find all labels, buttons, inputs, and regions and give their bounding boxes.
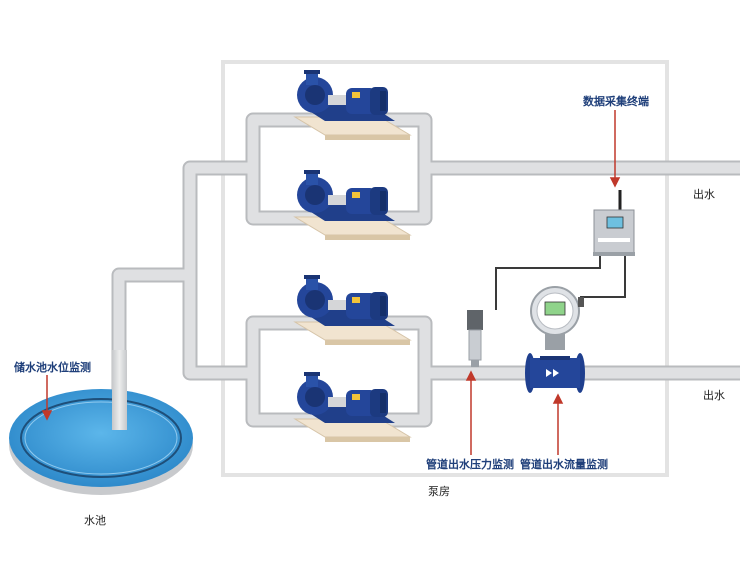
pump-4	[294, 371, 411, 443]
signal-cables	[495, 255, 626, 310]
pump-1	[294, 69, 411, 141]
pipe-network	[111, 112, 740, 433]
flow-meter	[525, 286, 585, 393]
pressure-monitor-label: 管道出水压力监测	[426, 458, 514, 471]
outlet-top-label: 出水	[693, 188, 715, 201]
reservoir	[9, 350, 193, 495]
reservoir-level-label: 储水池水位监测	[14, 361, 91, 374]
data-terminal	[593, 190, 635, 256]
pump-3	[294, 274, 411, 346]
pump-room-label: 泵房	[428, 485, 450, 498]
pressure-sensor	[467, 310, 483, 367]
outlet-bottom-label: 出水	[703, 389, 725, 402]
flow-monitor-label: 管道出水流量监测	[520, 458, 608, 471]
reservoir-label: 水池	[84, 514, 106, 527]
data-terminal-label: 数据采集终端	[583, 95, 649, 108]
pump-2	[294, 169, 411, 241]
pump-room-frame	[221, 60, 669, 477]
pointer-arrows	[41, 110, 621, 455]
